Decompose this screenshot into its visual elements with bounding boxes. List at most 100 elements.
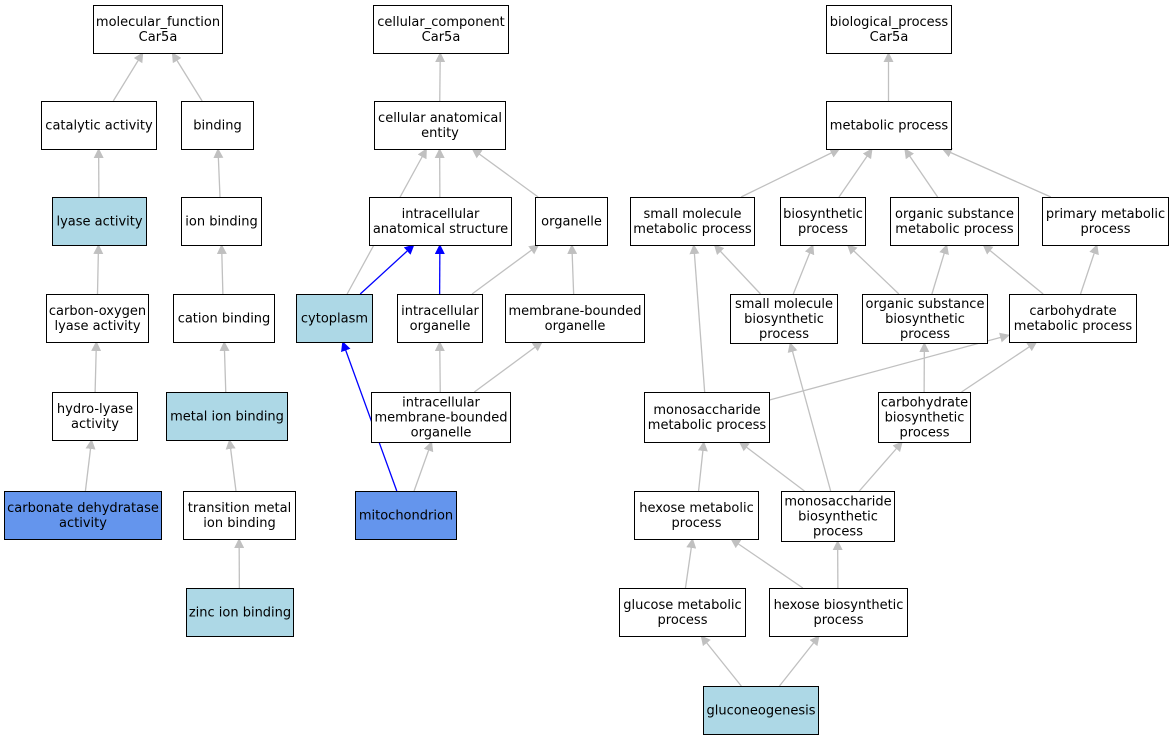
node-label: binding — [193, 119, 241, 134]
node-box — [703, 686, 819, 735]
node-label: process — [900, 327, 950, 342]
edge-catalytic-to-mf_root — [112, 52, 144, 102]
node-binding[interactable]: binding — [181, 101, 254, 150]
node-box — [535, 197, 608, 246]
edge-hmp-to-mmp — [697, 441, 708, 492]
node-metabolic[interactable]: metabolic process — [826, 101, 952, 150]
node-label: membrane-bounded — [508, 304, 641, 319]
node-organelle[interactable]: organelle — [535, 197, 608, 246]
node-ion-binding[interactable]: ion binding — [181, 197, 262, 246]
edge-gluco-to-gmp — [700, 635, 742, 687]
node-label: monosaccharide — [784, 495, 891, 510]
node-label: metabolic process — [895, 222, 1014, 237]
edge-organelle-to-cae — [471, 148, 539, 198]
node-box — [826, 5, 952, 54]
node-label: primary metabolic — [1046, 207, 1165, 222]
node-label: process — [658, 613, 708, 628]
node-box — [730, 294, 838, 344]
edge-hydro_lyase-to-co_lyase — [91, 341, 102, 393]
node-label: carbohydrate — [881, 396, 968, 411]
node-box — [1009, 294, 1137, 343]
node-cation-binding[interactable]: cation binding — [173, 294, 275, 343]
node-label: metabolic process — [830, 119, 949, 134]
node-box — [355, 491, 457, 540]
node-label: lyase activity — [54, 319, 140, 334]
node-label: cellular anatomical — [378, 111, 502, 126]
node-gluco[interactable]: gluconeogenesis — [703, 686, 819, 735]
node-label: organelle — [410, 319, 471, 334]
edge-imbo-to-mem_org — [473, 341, 543, 393]
node-catalytic[interactable]: catalytic activity — [41, 101, 157, 150]
node-mito[interactable]: mitochondrion — [355, 491, 457, 540]
node-label: biological_process — [830, 15, 949, 30]
node-box — [374, 101, 506, 150]
node-label: Car5a — [422, 30, 461, 45]
node-label: carbohydrate — [1029, 304, 1116, 319]
node-label: biosynthetic — [798, 510, 878, 525]
node-box — [644, 392, 770, 443]
node-label: cation binding — [178, 312, 271, 327]
edge-mbp-to-smbp — [787, 342, 832, 492]
edge-cation_binding-to-ion_binding — [216, 244, 227, 295]
node-label: organic substance — [895, 207, 1014, 222]
node-label: molecular_function — [96, 15, 220, 30]
node-cytoplasm[interactable]: cytoplasm — [296, 294, 373, 343]
node-box — [781, 491, 895, 542]
node-metal-ion[interactable]: metal ion binding — [166, 392, 288, 441]
node-label: entity — [421, 126, 459, 141]
node-label: hydro-lyase — [57, 402, 133, 417]
edge-osbp-to-osmp — [931, 244, 949, 295]
node-label: organelle — [545, 319, 606, 334]
node-box — [505, 294, 645, 343]
node-label: intracellular — [402, 396, 480, 411]
edge-osbp-to-biosyn — [846, 244, 900, 295]
edge-smbp-to-smp — [713, 244, 761, 295]
edge-trans_metal-to-metal_ion — [225, 439, 237, 492]
node-box — [173, 294, 275, 343]
node-label: intracellular — [401, 304, 479, 319]
node-zinc[interactable]: zinc ion binding — [186, 588, 294, 637]
node-label: Car5a — [139, 30, 178, 45]
node-box — [862, 294, 988, 344]
node-label: hexose metabolic — [639, 501, 753, 516]
node-label: carbon-oxygen — [49, 304, 146, 319]
node-label: process — [798, 222, 848, 237]
edge-gmp-to-hmp — [684, 538, 697, 589]
node-label: process — [814, 613, 864, 628]
node-label: anatomical structure — [373, 222, 508, 237]
node-label: transition metal — [188, 501, 291, 516]
node-label: biosynthetic — [885, 411, 965, 426]
node-box — [630, 197, 755, 246]
node-lyase[interactable]: lyase activity — [52, 197, 147, 246]
edge-pmp-to-metabolic — [941, 148, 1052, 198]
node-label: intracellular — [402, 207, 480, 222]
node-label: ion binding — [203, 516, 275, 531]
edge-imbo-to-intra_org — [434, 341, 445, 393]
